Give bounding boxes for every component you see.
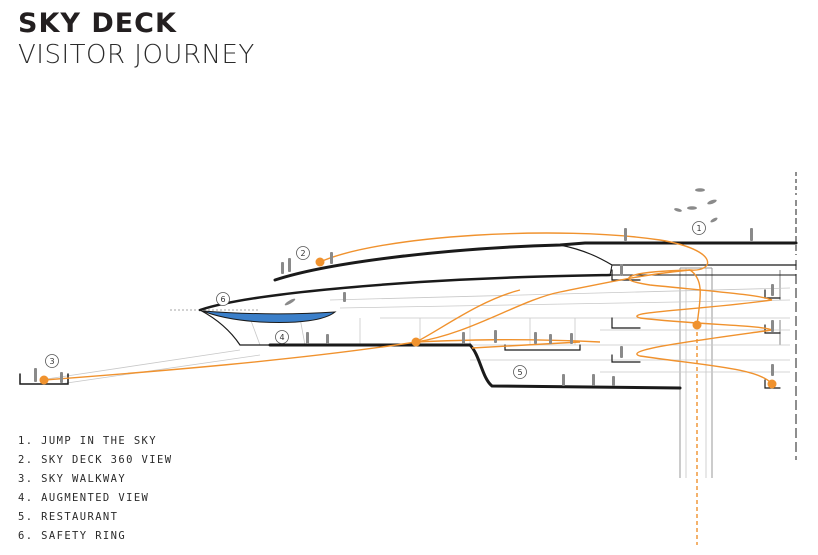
- sky-jumpers: [284, 188, 718, 306]
- marker-4-label: 4: [279, 333, 284, 342]
- legend-item: 5. RESTAURANT: [18, 511, 119, 523]
- page-title: SKY DECK: [18, 8, 177, 39]
- legend-item: 2. SKY DECK 360 VIEW: [18, 454, 173, 466]
- marker-3-label: 3: [49, 357, 54, 366]
- path-nodes: [39, 257, 777, 389]
- path-node: [767, 379, 777, 389]
- marker-1: 1: [692, 221, 706, 235]
- path-node: [39, 375, 49, 385]
- marker-2-label: 2: [300, 249, 305, 258]
- marker-1-label: 1: [696, 224, 701, 233]
- tower-facade: [779, 172, 797, 460]
- path-node: [411, 337, 421, 347]
- legend-item: 4. AUGMENTED VIEW: [18, 492, 150, 504]
- legend: 1. JUMP IN THE SKY 2. SKY DECK 360 VIEW …: [18, 432, 172, 546]
- path-node: [315, 257, 325, 267]
- legend-item: 3. SKY WALKWAY: [18, 473, 127, 485]
- marker-3: 3: [45, 354, 59, 368]
- marker-4: 4: [275, 330, 289, 344]
- legend-item: 1. JUMP IN THE SKY: [18, 435, 157, 447]
- page-subtitle: VISITOR JOURNEY: [18, 40, 255, 70]
- marker-2: 2: [296, 246, 310, 260]
- legend-item: 6. SAFETY RING: [18, 530, 127, 542]
- marker-5: 5: [513, 365, 527, 379]
- path-node: [692, 320, 702, 330]
- tower-core: [679, 267, 713, 478]
- marker-5-label: 5: [517, 368, 522, 377]
- safety-ring-water: [202, 310, 337, 323]
- floor-lines: [39, 287, 791, 385]
- marker-6-label: 6: [220, 295, 225, 304]
- marker-6: 6: [216, 292, 230, 306]
- people-silhouettes: [34, 228, 774, 386]
- title-block: SKY DECK VISITOR JOURNEY: [18, 8, 255, 70]
